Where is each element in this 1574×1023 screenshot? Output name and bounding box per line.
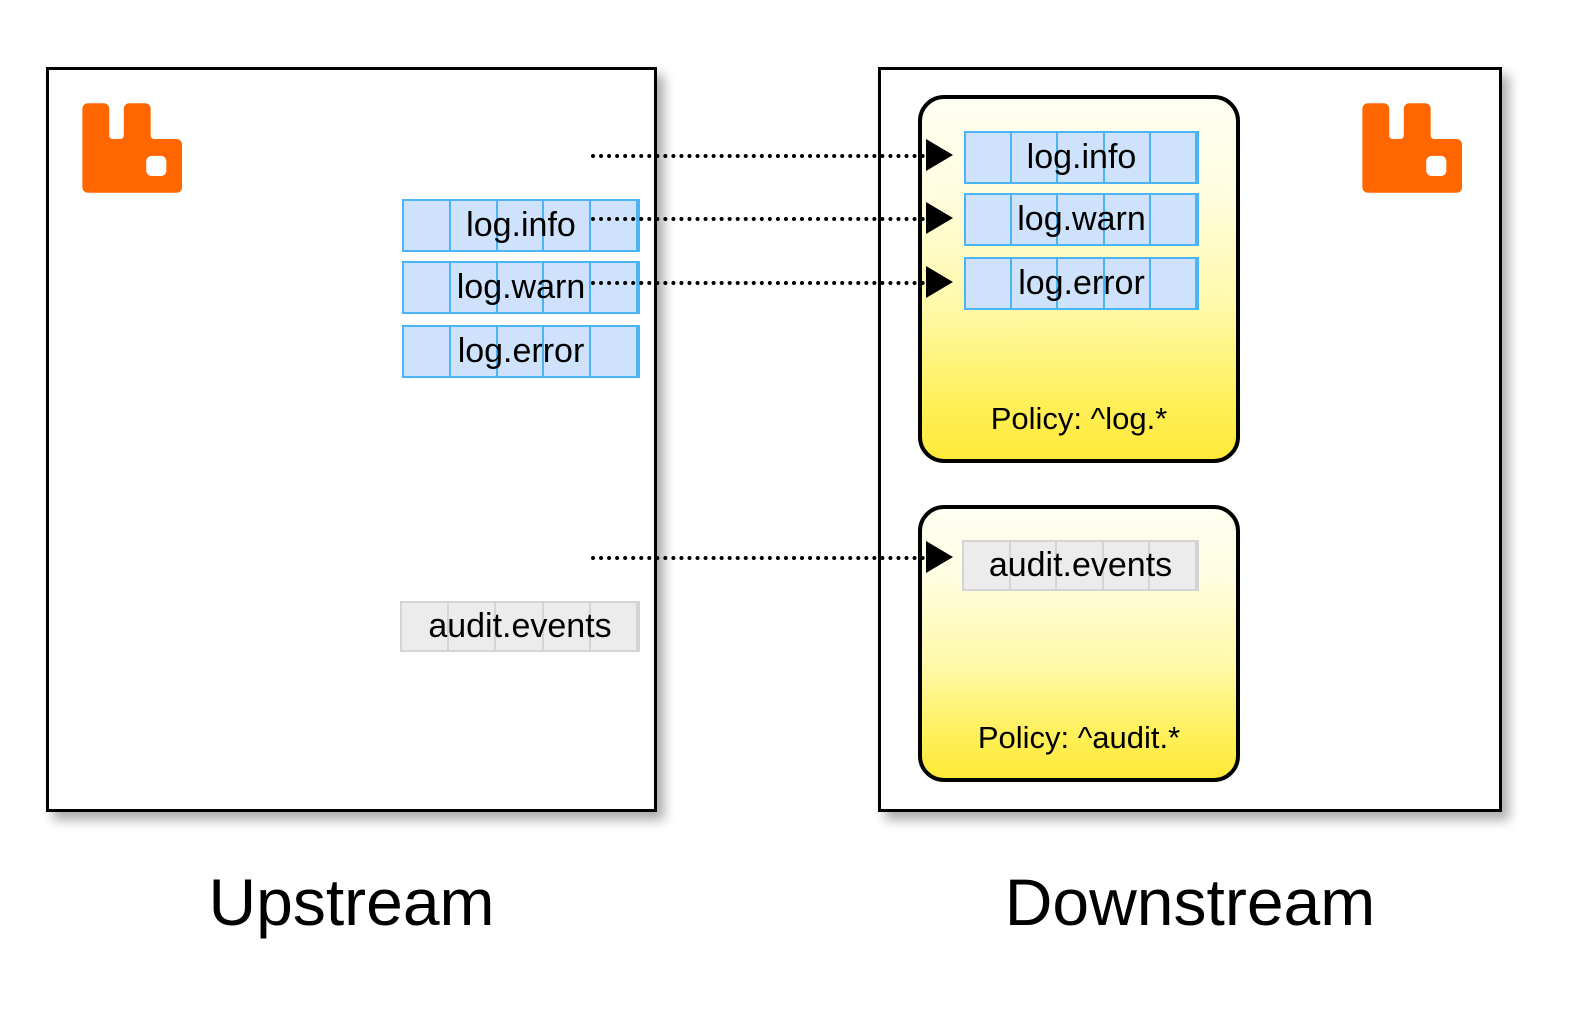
queue-cell [966,195,1013,244]
queue-cell [1012,259,1059,308]
queue-cell [591,263,638,312]
upstream-queue-log-warn[interactable]: log.warn [402,261,640,314]
downstream-policy-group-log: log.info log.warn log.error Policy: ^log… [918,95,1240,463]
queue-cell [544,263,592,312]
queue-cell [591,327,638,376]
queue-cell [591,201,638,250]
queue-cell [1011,542,1058,589]
queue-cell [404,263,451,312]
policy-label-log: Policy: ^log.* [990,401,1168,436]
federation-link-log-info [591,154,925,158]
queue-cell [591,603,639,650]
queue-cell [1058,133,1105,182]
federation-link-log-error [591,281,925,285]
queue-cell [1104,542,1151,589]
federation-link-audit-events [591,556,925,560]
queue-cell [544,603,591,650]
queue-cell [1058,195,1105,244]
upstream-broker-box: log.info log.warn log.error audit.events [46,67,657,812]
rabbitmq-logo-icon [79,92,191,204]
queue-cell [449,603,497,650]
federation-link-log-warn [591,217,925,221]
upstream-queue-audit-events[interactable]: audit.events [400,601,640,652]
downstream-queue-log-info[interactable]: log.info [964,131,1199,184]
queue-cell [1012,195,1059,244]
queue-cell [1151,195,1198,244]
downstream-queue-log-warn[interactable]: log.warn [964,193,1199,246]
arrow-icon [926,541,953,573]
queue-cell [1057,542,1104,589]
queue-cell [402,603,450,650]
queue-cell [964,542,1011,589]
queue-cell [404,327,451,376]
queue-cell [1105,195,1151,244]
queue-cell [1151,133,1198,182]
downstream-queue-log-error[interactable]: log.error [964,257,1199,310]
arrow-icon [926,266,953,298]
upstream-queue-log-error[interactable]: log.error [402,325,640,378]
queue-cell [451,263,498,312]
upstream-caption: Upstream [208,865,495,939]
queue-cell [498,263,545,312]
queue-cell [496,603,544,650]
queue-cell [1105,259,1151,308]
queue-cell [1105,133,1151,182]
queue-cell [498,201,545,250]
queue-cell [498,327,545,376]
policy-label-audit: Policy: ^audit.* [977,720,1181,755]
queue-cell [1150,542,1197,589]
downstream-policy-group-audit: audit.events Policy: ^audit.* [918,505,1240,782]
rabbitmq-logo-icon [1359,92,1471,204]
queue-cell [404,201,451,250]
downstream-caption: Downstream [1004,865,1376,939]
queue-cell [451,201,498,250]
arrow-icon [926,202,953,234]
queue-cell [1012,133,1059,182]
queue-cell [1058,259,1105,308]
queue-cell [966,259,1013,308]
queue-cell [1151,259,1198,308]
queue-cell [451,327,498,376]
queue-cell [544,327,592,376]
downstream-queue-audit-events[interactable]: audit.events [962,540,1199,591]
upstream-queue-log-info[interactable]: log.info [402,199,640,252]
arrow-icon [926,139,953,171]
queue-cell [544,201,592,250]
queue-cell [966,133,1013,182]
